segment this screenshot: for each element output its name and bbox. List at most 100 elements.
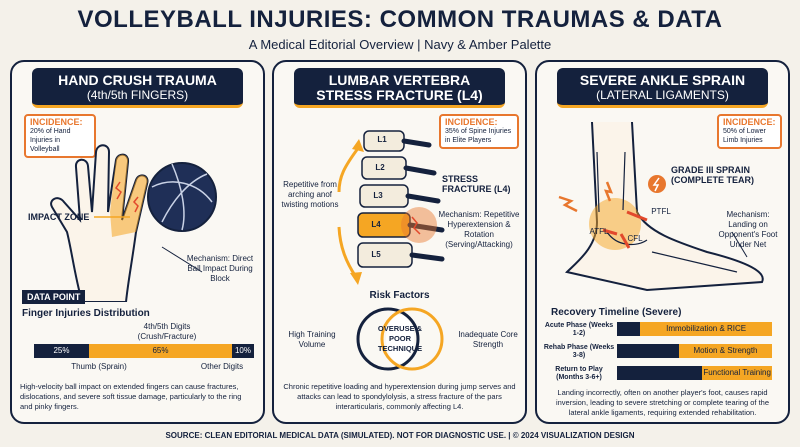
stress-fracture-glow [401,207,437,243]
page-subtitle: A Medical Editorial Overview | Navy & Am… [248,37,552,52]
ankle-bones [596,151,738,273]
ligament-ptfl [626,210,648,222]
timeline-phase-return: Return to Play (Months 3-6+) [555,366,603,381]
hand-incidence-text: 20% of Hand Injuries in Volleyball [30,128,71,153]
ankle-incidence-label: INCIDENCE: [723,117,776,127]
data-point-badge: DATA POINT [22,290,86,304]
spine-panel: LUMBAR VERTEBRA STRESS FRACTURE (L4) INC… [272,60,527,424]
timeline-bar-acute-lead [617,322,641,336]
bar-digits-value: 65% [152,346,169,355]
vertebra-label-l3: L3 [373,191,383,200]
spine-title: LUMBAR VERTEBRA [328,72,471,88]
spine-mechanism: Mechanism: Repetitive Hyperextension & R… [438,210,520,249]
bar-thumb-value: 25% [53,346,70,355]
risk-center: OVERUSE & POOR TECHNIQUE [377,324,423,353]
venn-center [386,315,414,363]
spine-description: Chronic repetitive loading and hyperexte… [283,382,516,411]
hand-panel: HAND CRUSH TRAUMA (4th/5th FINGERS) INCI… [10,60,265,424]
timeline-label-rehab: Motion & Strength [693,346,758,355]
hand-panel-header: HAND CRUSH TRAUMA (4th/5th FINGERS) [32,68,243,108]
hand-mechanism: Mechanism: Direct Ball Impact During Blo… [186,254,254,283]
mechanism-pointer [161,246,203,273]
ankle-incidence-box: INCIDENCE: 50% of Lower Limb Injuries [717,114,782,149]
warning-icon [648,175,666,193]
timeline-bar-return-fill: Functional Training [702,366,772,380]
venn-left [356,307,420,371]
spine-panel-header: LUMBAR VERTEBRA STRESS FRACTURE (L4) [294,68,505,108]
distribution-bar: 25% 65% 10% [34,344,254,358]
data-point-label: DATA POINT [27,292,81,302]
timeline-phase-rehab: Rehab Phase (Weeks 3-8) [543,344,615,359]
footer-source: SOURCE: CLEAN EDITORIAL MEDICAL DATA (SI… [165,431,635,440]
injured-fingers-glow [110,154,148,237]
spine-subtitle: STRESS FRACTURE (L4) [316,87,483,103]
ankle-panel-header: SEVERE ANKLE SPRAIN (LATERAL LIGAMENTS) [557,68,768,108]
spinous-processes [401,138,445,262]
fracture-label: STRESS FRACTURE (L4) [442,174,511,194]
ligament-cfl [619,233,631,249]
timeline-row-return: Return to Play (Months 3-6+) Functional … [537,366,788,384]
spine-incidence-label: INCIDENCE: [445,117,498,127]
risk-left: High Training Volume [288,330,336,349]
risk-right: Inadequate Core Strength [458,330,518,349]
ankle-subtitle: (LATERAL LIGAMENTS) [596,88,729,102]
cfl-label: CFL [627,234,643,243]
venn-right [380,307,444,371]
bar-digits: 65% [89,344,232,358]
fracture-lines [114,181,139,213]
timeline-bar-rehab: Motion & Strength [617,344,772,358]
vertebra-label-l1: L1 [377,135,387,144]
arrow-head-top [352,139,364,152]
hand-incidence-label: INCIDENCE: [30,117,83,127]
impact-zone-label: IMPACT ZONE [28,212,90,222]
spine-illustration [337,130,445,285]
ptfl-label: PTFL [651,207,671,216]
timeline-title: Recovery Timeline (Severe) [551,307,682,318]
pain-bolt-top [603,181,614,202]
timeline-bar-acute: Immobilization & RICE [617,322,772,336]
arching-arrow-top [337,146,361,193]
hand-subtitle: (4th/5th FINGERS) [86,88,189,102]
hand-illustration [50,144,217,302]
timeline-bar-acute-fill: Immobilization & RICE [640,322,772,336]
arching-arrow-bottom [337,226,358,278]
vertebra-label-l5: L5 [371,250,381,259]
ankle-title: SEVERE ANKLE SPRAIN [579,72,746,88]
timeline-bar-return: Functional Training [617,366,772,380]
bar-other: 10% [232,344,254,358]
digits-label: 4th/5th Digits (Crush/Fracture) [137,322,197,341]
timeline-row-acute: Acute Phase (Weeks 1-2) Immobilization &… [537,322,788,340]
timeline-label-acute: Immobilization & RICE [666,324,747,333]
warning-bolt [652,177,660,192]
hand-title: HAND CRUSH TRAUMA [58,72,217,88]
spine-incidence-box: INCIDENCE: 35% of Spine Injuries in Elit… [439,114,519,149]
repetitive-label: Repetitive from arching anof twisting mo… [281,180,339,209]
grade-label: GRADE III SPRAIN (COMPLETE TEAR) [671,165,754,185]
distribution-title: Finger Injuries Distribution [22,308,150,319]
timeline-bar-return-lead [617,366,703,380]
hand-incidence-box: INCIDENCE: 20% of Hand Injuries in Volle… [24,114,96,158]
bar-other-value: 10% [234,346,251,355]
atfl-label: ATFL [589,227,609,236]
page-title: VOLLEYBALL INJURIES: COMMON TRAUMAS & DA… [77,6,723,33]
thumb-label: Thumb (Sprain) [71,362,127,371]
mechanism-pointer-ankle [731,231,748,258]
hand-description: High-velocity ball impact on extended fi… [20,382,242,411]
ankle-mechanism: Mechanism: Landing on Opponent's Foot Un… [718,210,778,249]
vertebra-label-l4: L4 [371,220,381,229]
ankle-illustration [558,121,764,292]
timeline-bar-rehab-lead [617,344,679,358]
arrow-head-bottom [350,272,362,285]
stress-fracture-crack [411,216,421,235]
timeline-row-rehab: Rehab Phase (Weeks 3-8) Motion & Strengt… [537,344,788,362]
risk-factors-title: Risk Factors [369,290,430,301]
spine-incidence-text: 35% of Spine Injuries in Elite Players [445,128,512,144]
timeline-bar-rehab-fill: Motion & Strength [679,344,772,358]
volleyball-seams [151,163,213,231]
other-digits-label: Other Digits [200,362,244,371]
ligament-atfl [602,228,618,236]
ankle-incidence-text: 50% of Lower Limb Injuries [723,128,766,144]
bar-thumb: 25% [34,344,89,358]
vertebrae-stack [357,130,445,268]
timeline-label-return: Functional Training [703,368,771,377]
